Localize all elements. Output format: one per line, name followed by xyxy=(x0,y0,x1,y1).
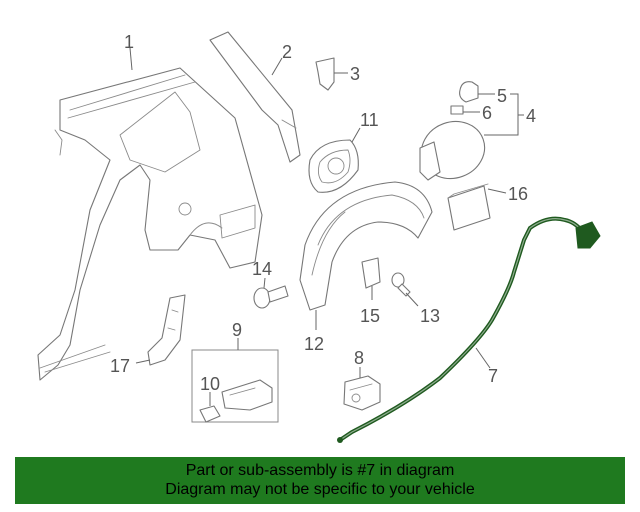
callout-9: 9 xyxy=(232,320,242,340)
callout-6: 6 xyxy=(482,103,492,123)
callout-12: 12 xyxy=(304,334,324,354)
actuator-part xyxy=(343,375,381,411)
callout-8: 8 xyxy=(354,348,364,368)
callout-16: 16 xyxy=(508,184,528,204)
banner-line-part-number: Part or sub-assembly is #7 in diagram xyxy=(185,462,455,479)
retainer-clip-part xyxy=(361,257,381,289)
callout-15: 15 xyxy=(360,306,380,326)
callout-14: 14 xyxy=(252,259,272,279)
screw-part xyxy=(391,272,411,297)
hinge-assembly-box xyxy=(191,349,279,423)
bracket-part xyxy=(315,57,335,91)
fuel-door-release-cable-part xyxy=(337,216,601,443)
fuel-door-housing-part xyxy=(308,139,359,193)
notice-banner: Part or sub-assembly is #7 in diagram Di… xyxy=(15,457,625,504)
callout-17: 17 xyxy=(110,356,130,376)
banner-line-disclaimer: Diagram may not be specific to your vehi… xyxy=(165,481,475,498)
callout-13: 13 xyxy=(420,306,440,326)
wheel-liner-part xyxy=(299,181,433,311)
parts-diagram: 1 2 3 4 5 6 7 8 9 10 11 12 13 14 15 16 1… xyxy=(37,31,601,443)
callout-1: 1 xyxy=(124,32,134,52)
push-pin-part xyxy=(253,285,289,309)
fuel-door-block-part xyxy=(447,183,491,231)
panel-strip-part xyxy=(209,31,301,163)
callout-10: 10 xyxy=(200,374,220,394)
quarter-panel-part xyxy=(37,67,263,381)
callout-11: 11 xyxy=(360,110,379,130)
leader-lines xyxy=(129,47,524,406)
callout-5: 5 xyxy=(497,86,507,106)
lower-bracket-part xyxy=(147,294,186,366)
callout-2: 2 xyxy=(282,42,292,62)
fuel-cap-clip-part xyxy=(450,81,479,115)
callout-4: 4 xyxy=(526,106,536,126)
callout-3: 3 xyxy=(350,64,360,84)
fuel-door-part xyxy=(419,120,486,181)
callout-7: 7 xyxy=(488,366,498,386)
callout-labels: 1 2 3 4 5 6 7 8 9 10 11 12 13 14 15 16 1… xyxy=(110,32,536,394)
